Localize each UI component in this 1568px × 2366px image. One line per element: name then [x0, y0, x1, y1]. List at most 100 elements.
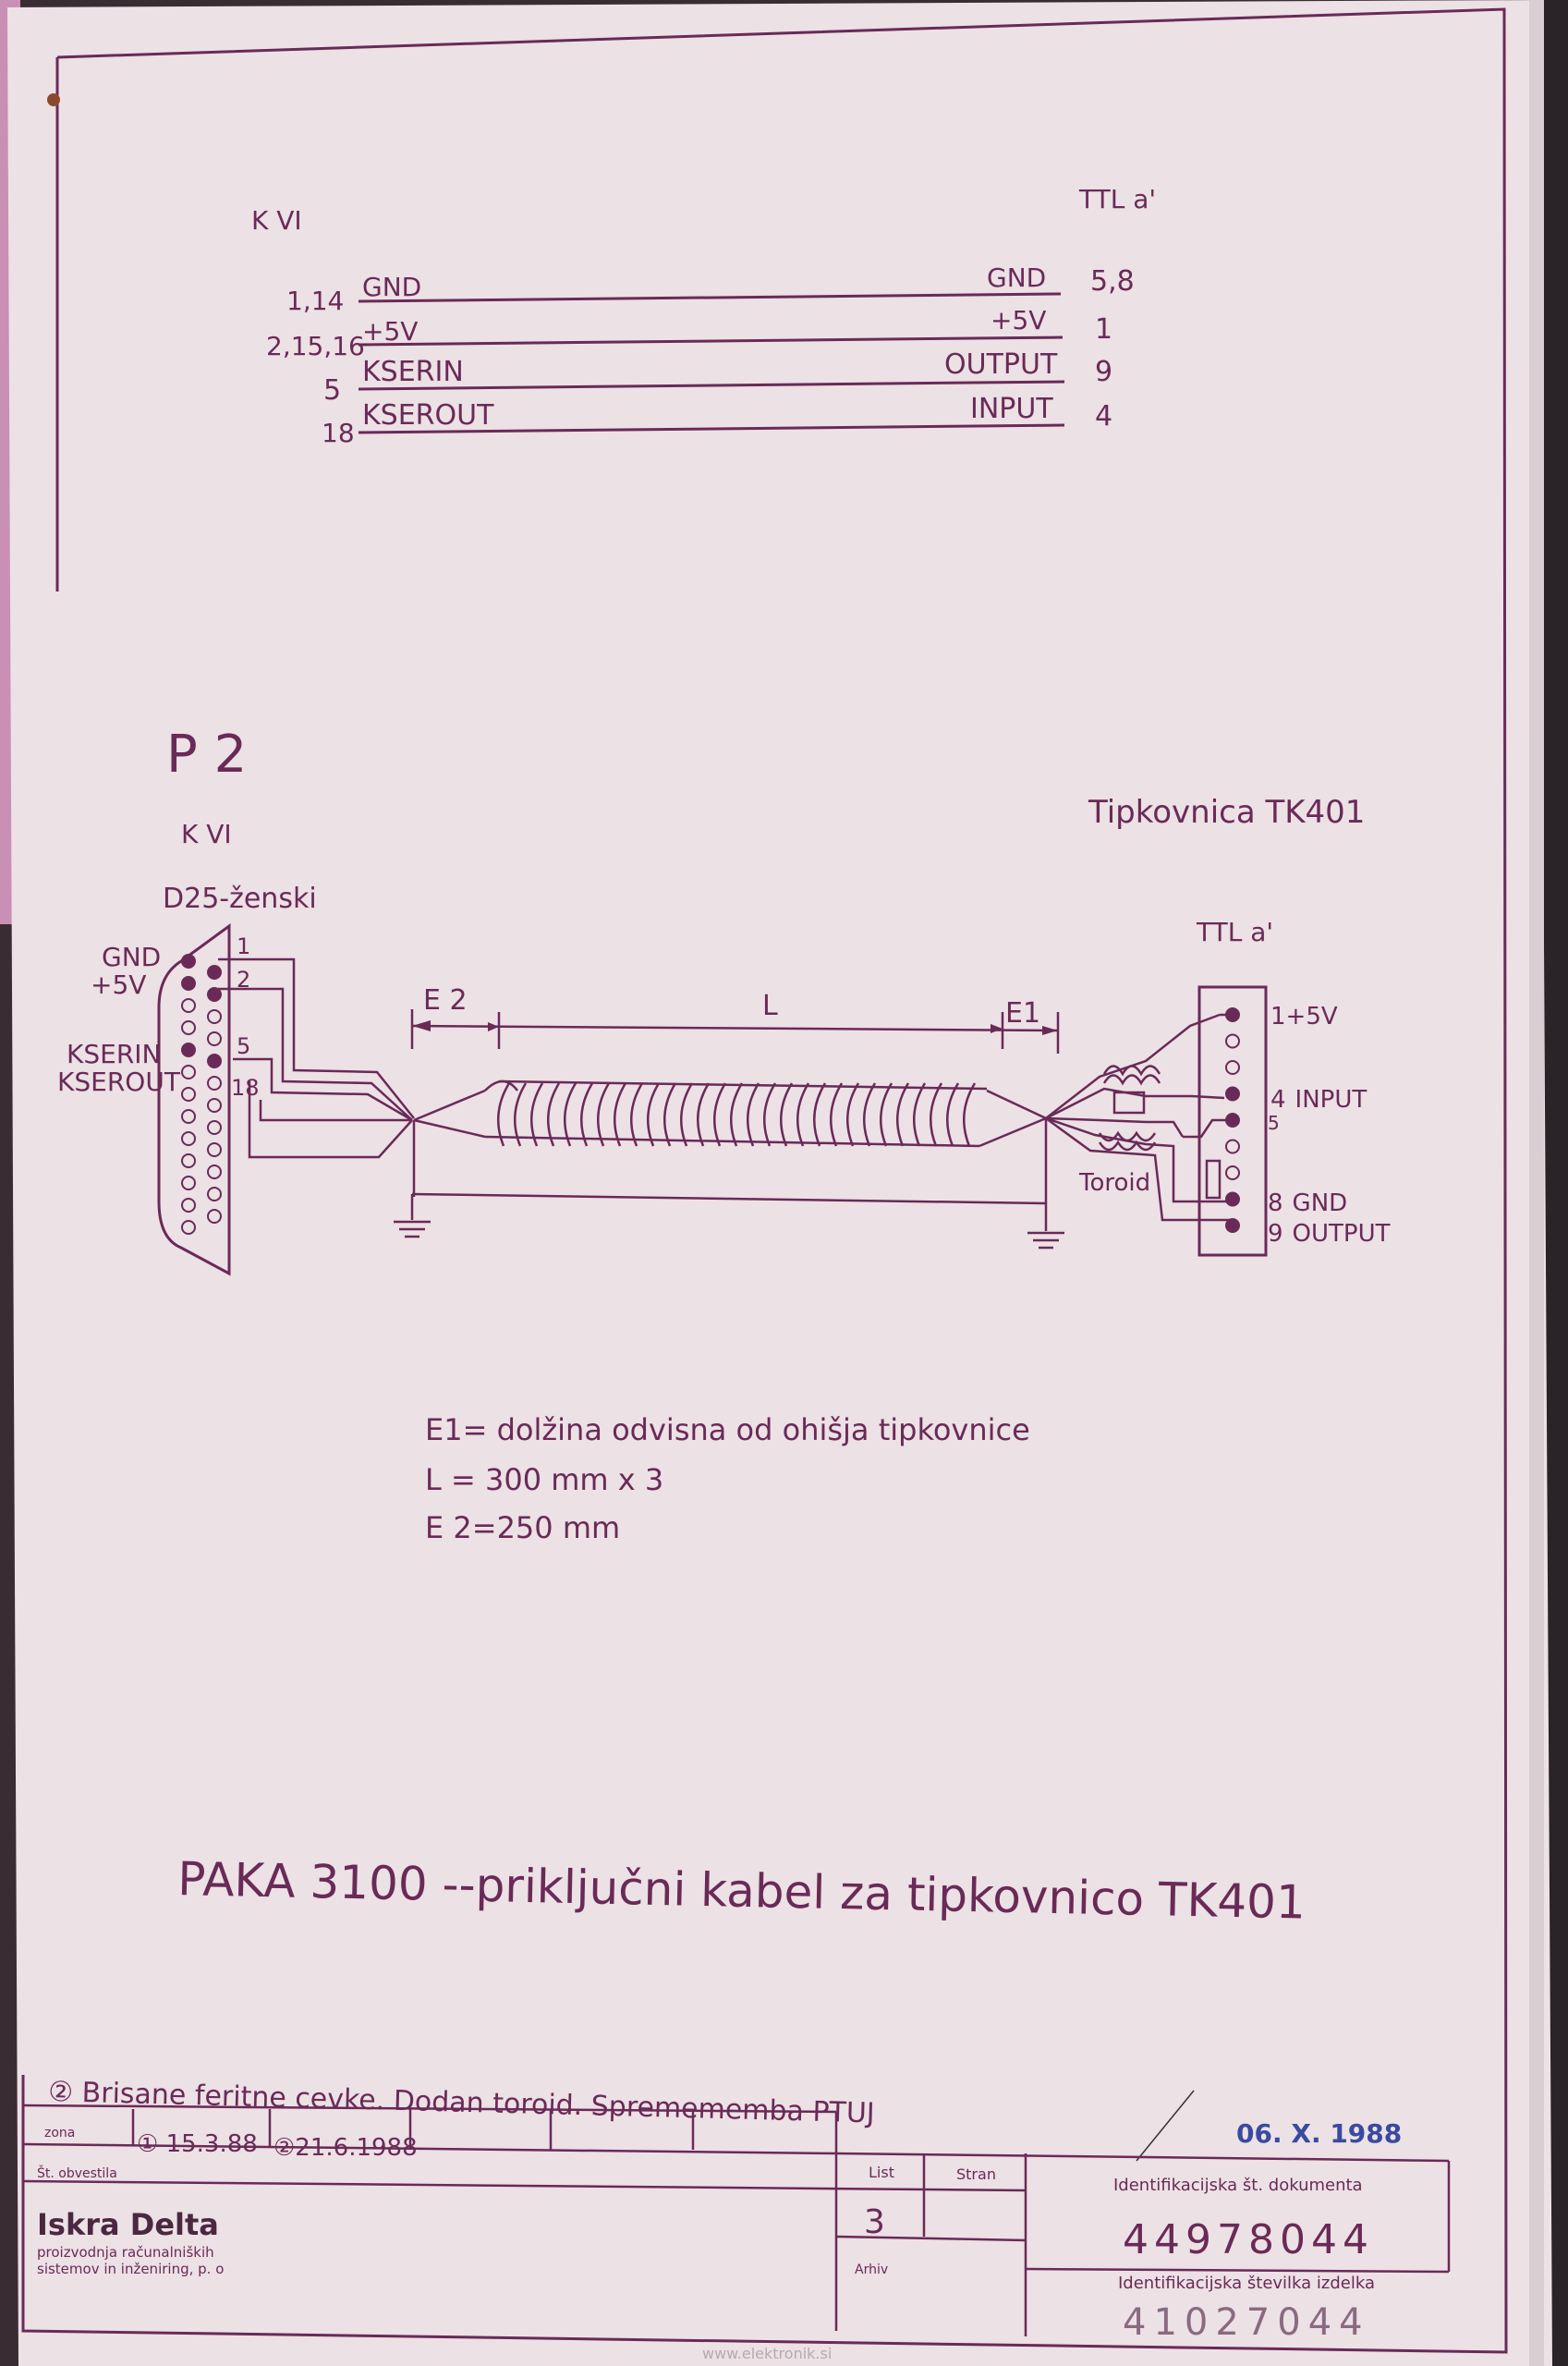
e2-dimension-label: E 2	[423, 984, 468, 1017]
title-block-grid	[22, 2104, 1451, 2336]
cable-coil-turn	[547, 1082, 561, 1147]
note-e1: E1= dolžina odvisna od ohišja tipkovnice	[425, 1412, 1030, 1447]
drawing-frame	[21, 7, 1508, 2354]
list-label: List	[869, 2164, 894, 2181]
toroid-label: Toroid	[1078, 1169, 1150, 1197]
cable-coil-turn	[796, 1082, 810, 1147]
top-left-header: K VI	[251, 205, 302, 236]
ttl-label: TTL a'	[1196, 917, 1273, 947]
row4-left-signal: KSEROUT	[362, 399, 494, 432]
sheet-number: 3	[864, 2203, 885, 2241]
pin-5-label: 5	[237, 1033, 250, 1059]
connector-pin	[181, 1087, 196, 1102]
connector-pin	[181, 976, 196, 991]
dimension-line	[410, 1009, 1060, 1054]
cable-coil-turn	[863, 1082, 877, 1147]
coiled-cable	[413, 1079, 1047, 1148]
left-ground-symbol	[394, 1194, 431, 1238]
cable-coil-turn	[846, 1082, 860, 1147]
cable-coil-turn	[697, 1082, 711, 1147]
paper	[7, 0, 1552, 2366]
row4-right-signal: INPUT	[970, 393, 1053, 425]
row3-right-pin: 9	[1095, 356, 1112, 388]
row2-left-signal: +5V	[362, 316, 418, 347]
right-ground-symbol	[1027, 1203, 1064, 1250]
right-wires	[1044, 1013, 1238, 1222]
row2-left-pin: 2,15,16	[266, 331, 365, 361]
ttl-pin	[1225, 1165, 1240, 1180]
connector-pin	[207, 1098, 222, 1113]
connector-pin	[181, 954, 196, 969]
connector-pin	[207, 1187, 222, 1201]
cable-coil-turn	[747, 1082, 760, 1147]
connector-pin	[181, 1220, 196, 1235]
cable-coil-turn	[680, 1082, 694, 1147]
row3-right-signal: OUTPUT	[944, 348, 1058, 381]
row2-right-pin: 1	[1095, 313, 1112, 346]
company-subtitle-2: sistemov in inženiring, p. o	[37, 2261, 224, 2277]
connector-pin	[181, 1109, 196, 1124]
row2-right-signal: +5V	[991, 305, 1046, 335]
ttl-pin	[1225, 1033, 1240, 1049]
ttl-pin	[1225, 1191, 1240, 1207]
connector-pin	[181, 1153, 196, 1168]
connector-pin	[181, 998, 196, 1013]
cable-coil-turn	[647, 1082, 661, 1147]
ttl-pin	[1225, 1113, 1240, 1128]
cable-coil-turn	[780, 1082, 794, 1147]
connector-pin	[207, 1031, 222, 1046]
ttl-pin5-label: 5	[1268, 1112, 1280, 1134]
connector-pin	[207, 1009, 222, 1024]
cable-coil-turn	[730, 1082, 744, 1147]
cable-coil-turn	[763, 1082, 777, 1147]
section-title: P 2	[166, 725, 247, 785]
kserout-label: KSEROUT	[57, 1067, 181, 1097]
doc-id-label: Identifikacijska št. dokumenta	[1113, 2176, 1363, 2195]
ttl-pin	[1225, 1086, 1240, 1102]
left-wires	[218, 957, 1047, 1205]
l-dimension-label: L	[762, 990, 778, 1022]
connector-pin	[181, 1020, 196, 1035]
connector-pin	[181, 1065, 196, 1079]
company-name: Iskra Delta	[37, 2207, 219, 2242]
connector-pin	[207, 1209, 222, 1224]
row3-left-signal: KSERIN	[362, 356, 464, 388]
ttl-pin	[1225, 1060, 1240, 1075]
top-right-header: TTL a'	[1078, 184, 1156, 214]
pin-1-label: 1	[237, 933, 250, 959]
cable-coil-turn	[630, 1082, 644, 1147]
connector-pin	[207, 965, 222, 980]
note-e2: E 2=250 mm	[425, 1510, 620, 1545]
ttl-pin1-label: 1+5V	[1270, 1003, 1338, 1031]
note-l: L = 300 mm x 3	[425, 1462, 663, 1497]
pin-hole	[47, 93, 60, 106]
ttl-pin	[1225, 1218, 1240, 1233]
zone-label: zona	[44, 2126, 75, 2140]
cable-coil-turn	[580, 1082, 594, 1147]
cable-coil-turn	[713, 1082, 727, 1147]
kserin-label: KSERIN	[67, 1039, 161, 1069]
e1-dimension-label: E1	[1005, 997, 1040, 1030]
ttl-connector	[1197, 985, 1268, 1257]
connector-pin	[181, 1198, 196, 1213]
cable-coil-turn	[497, 1082, 511, 1147]
pin-2-label: 2	[237, 967, 250, 993]
toroid-symbol	[1098, 1065, 1161, 1152]
connector-pin	[207, 987, 222, 1002]
keyboard-label: Tipkovnica TK401	[1088, 794, 1365, 831]
cable-coil-turn	[880, 1082, 893, 1147]
row1-right-signal: GND	[987, 262, 1046, 293]
row4-left-pin: 18	[322, 418, 355, 448]
ttl-pin	[1225, 1139, 1240, 1154]
vcc-label: +5V	[91, 970, 146, 1000]
row1-left-pin: 1,14	[286, 286, 344, 316]
top-connection-table: K VI TTL a' 1,14 GND GND 5,8 2,15,16 +5V…	[251, 184, 1156, 448]
gnd-label: GND	[102, 942, 161, 972]
document-id: 44978044	[1123, 2216, 1374, 2263]
cable-coil-turn	[830, 1082, 844, 1147]
row3-left-pin: 5	[323, 374, 341, 407]
connector-pin	[207, 1165, 222, 1179]
row1-left-signal: GND	[362, 272, 421, 302]
